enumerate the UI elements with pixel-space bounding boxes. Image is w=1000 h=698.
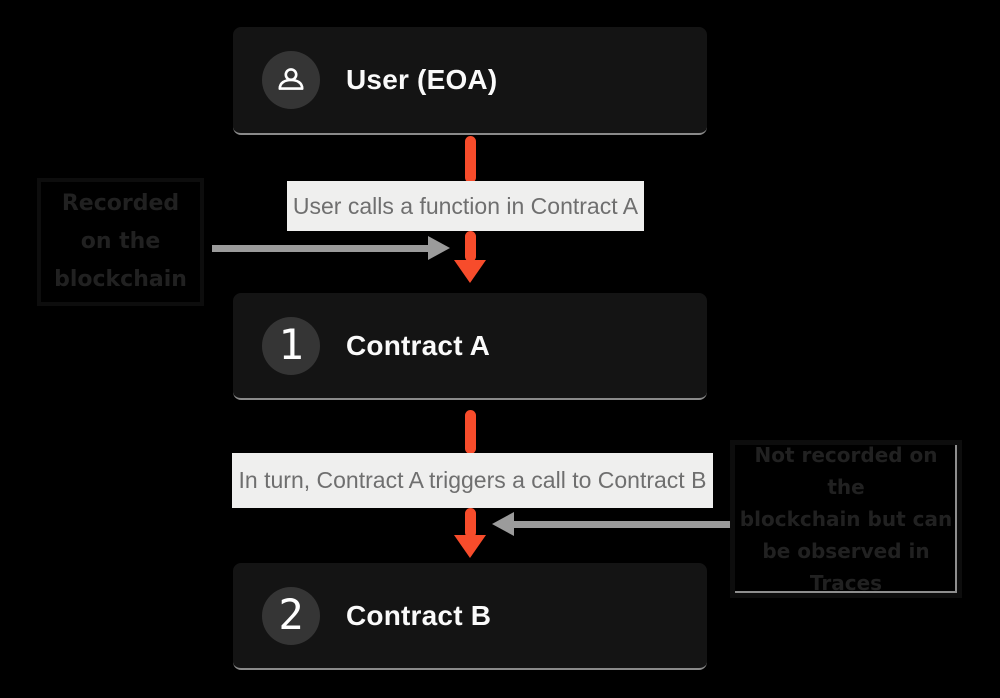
node-contract-a-title: Contract A — [346, 329, 491, 361]
flow-arrow-2-head — [454, 535, 486, 558]
user-avatar-badge — [262, 51, 320, 109]
flow-arrow-1-lower-shaft — [465, 231, 476, 262]
node-contract-b: 2 Contract B — [233, 563, 707, 670]
annotation-not-recorded-traces: Not recorded on the blockchain but can b… — [730, 440, 962, 598]
step-1-number: 1 — [278, 319, 304, 369]
flow-arrow-1-head — [454, 260, 486, 283]
node-user-eoa: User (EOA) — [233, 27, 707, 135]
node-contract-b-title: Contract B — [346, 599, 492, 631]
node-user-title: User (EOA) — [346, 64, 498, 95]
flow-label-contract-a-calls-contract-b: In turn, Contract A triggers a call to C… — [232, 453, 713, 508]
node-contract-a: 1 Contract A — [233, 293, 707, 400]
note-arrow-right-head — [492, 512, 514, 536]
note-arrow-left-shaft — [212, 245, 430, 252]
flow-arrow-1-upper-shaft — [465, 136, 476, 183]
annotation-recorded-on-blockchain: Recorded on the blockchain — [37, 178, 204, 306]
user-icon — [278, 68, 304, 90]
step-1-badge: 1 — [262, 316, 320, 375]
flow-arrow-2-lower-shaft — [465, 508, 476, 538]
note-arrow-right-shaft — [513, 521, 730, 528]
flow-arrow-2-upper-shaft — [465, 410, 476, 454]
note-arrow-left-head — [428, 236, 450, 260]
step-2-badge: 2 — [262, 586, 320, 645]
step-2-number: 2 — [278, 589, 304, 639]
flow-label-user-calls-contract-a: User calls a function in Contract A — [287, 181, 644, 231]
